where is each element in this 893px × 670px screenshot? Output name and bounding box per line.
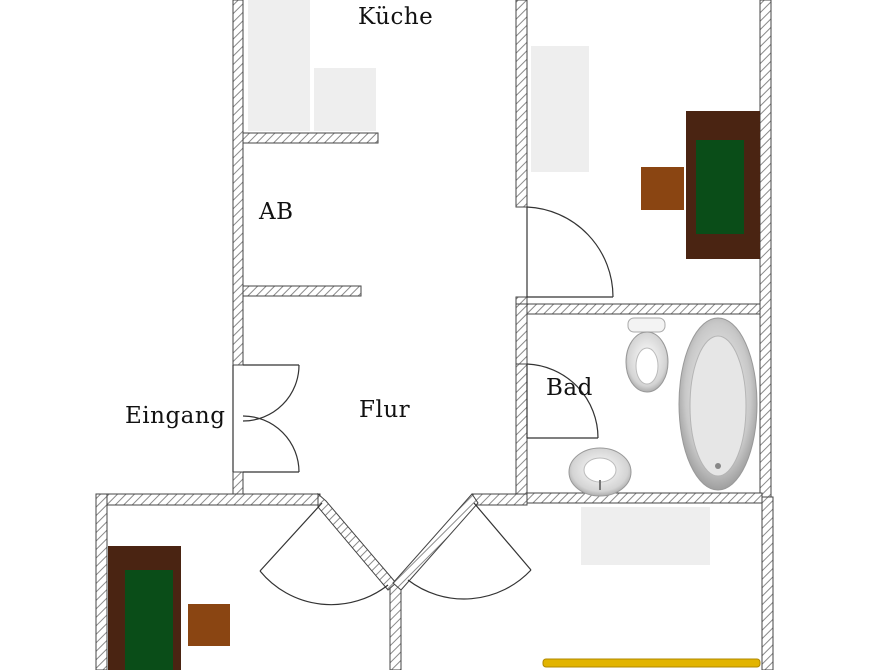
- bathroom-fixtures: [568, 317, 758, 497]
- doors: [232, 206, 614, 606]
- wall-west-corridor-lower: [232, 471, 244, 497]
- wall-diagonal-right: [392, 493, 479, 591]
- wall-east-outer-upper: [759, 0, 772, 498]
- wall-bath-west: [515, 303, 528, 365]
- wall-southeast-north: [471, 493, 528, 506]
- room-label-ab: AB: [259, 199, 294, 225]
- door-southwest: [259, 502, 389, 606]
- desk-southwest-surface: [125, 570, 173, 670]
- wall-southwest-north: [95, 493, 321, 506]
- wall-kitchen-south: [242, 132, 379, 144]
- walls: [95, 0, 774, 670]
- door-bath: [526, 363, 599, 439]
- chair: [641, 167, 684, 210]
- chair-southwest: [188, 604, 230, 646]
- wall-southwest-west: [95, 493, 108, 670]
- room-label-flur: Flur: [359, 397, 411, 423]
- wall-bath-south: [526, 492, 763, 504]
- toilet: [625, 317, 669, 393]
- wall-west-corridor-upper: [232, 0, 244, 366]
- wall-east-outer-lower: [761, 496, 774, 670]
- bedroom-north-furniture: [531, 46, 760, 259]
- kitchen-counter: [314, 68, 376, 131]
- bathtub: [678, 317, 758, 491]
- sink: [568, 447, 632, 497]
- door-bedroom-north: [526, 206, 614, 298]
- wall-diagonal-left: [317, 492, 397, 591]
- wall-ab-south: [242, 285, 362, 297]
- bedroom-southeast-furniture: [542, 507, 761, 668]
- room-label-kitchen: Küche: [358, 4, 434, 30]
- door-southeast: [407, 502, 532, 600]
- room-label-bad: Bad: [546, 375, 593, 401]
- door-entrance: [232, 364, 300, 473]
- furniture-placeholder-southeast: [581, 507, 710, 565]
- wall-bedroom-bath: [526, 303, 761, 315]
- bedroom-southwest-furniture: [108, 546, 230, 670]
- kitchen-furniture: [248, 0, 376, 131]
- desk-surface: [696, 140, 744, 234]
- kitchen-cabinet: [248, 0, 310, 131]
- wall-south-divider: [389, 581, 402, 670]
- room-label-eingang: Eingang: [125, 403, 226, 429]
- bed-frame: [542, 658, 761, 668]
- wardrobe-placeholder: [531, 46, 589, 172]
- wall-east-corridor: [515, 0, 528, 208]
